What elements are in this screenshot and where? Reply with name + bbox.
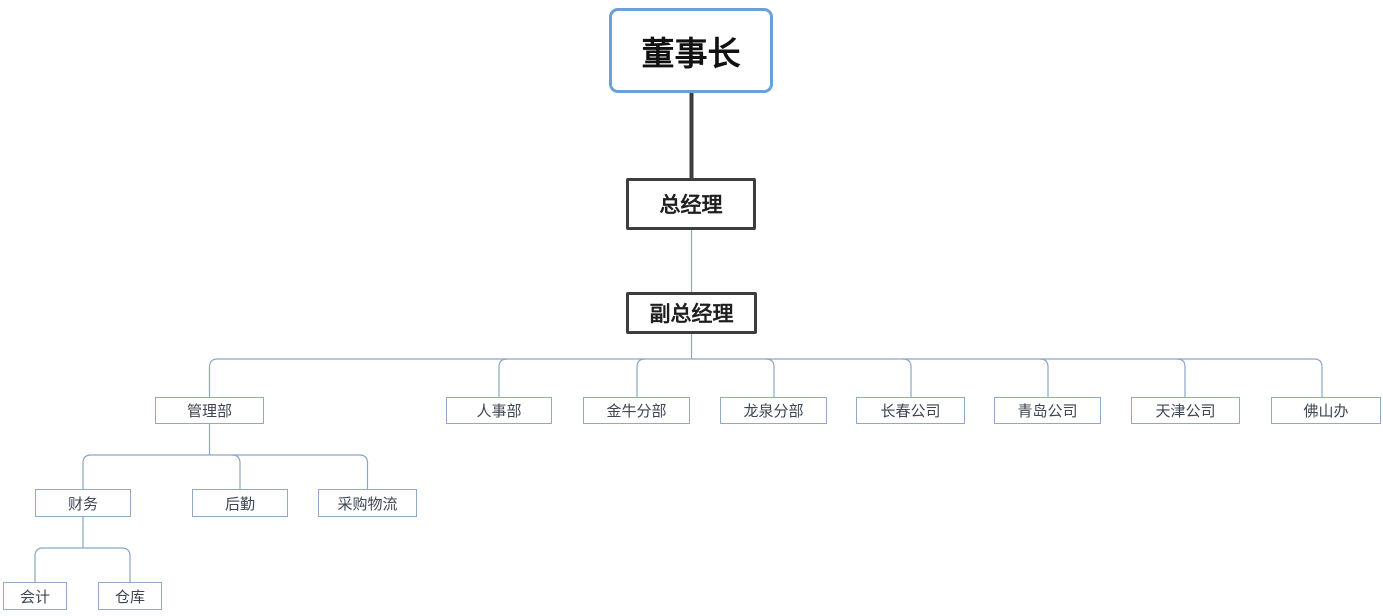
connector-drop-tianjin bbox=[1176, 358, 1186, 397]
node-accounting[interactable]: 会计 bbox=[3, 582, 67, 610]
connector-drop-changchun bbox=[902, 358, 912, 397]
node-jinniu-branch[interactable]: 金牛分部 bbox=[583, 397, 690, 424]
connector-level4-rail bbox=[208, 358, 1323, 397]
connector-drop-qingdao bbox=[1039, 358, 1049, 397]
node-general-manager[interactable]: 总经理 bbox=[626, 178, 756, 230]
node-longquan-branch[interactable]: 龙泉分部 bbox=[720, 397, 827, 424]
node-hr-dept[interactable]: 人事部 bbox=[446, 397, 552, 424]
node-chairman[interactable]: 董事长 bbox=[609, 8, 773, 93]
connector-drop-jinniu bbox=[636, 358, 646, 397]
connector-level6-rail bbox=[34, 547, 131, 582]
connector-drop-general-affairs bbox=[231, 454, 241, 489]
connector-drop-longquan bbox=[765, 358, 775, 397]
node-changchun-company[interactable]: 长春公司 bbox=[856, 397, 965, 424]
node-procurement-logistics[interactable]: 采购物流 bbox=[318, 489, 417, 517]
node-qingdao-company[interactable]: 青岛公司 bbox=[994, 397, 1101, 424]
node-warehouse[interactable]: 仓库 bbox=[98, 582, 162, 610]
node-management-dept[interactable]: 管理部 bbox=[155, 397, 264, 424]
node-deputy-general-manager[interactable]: 副总经理 bbox=[626, 292, 757, 334]
node-foshan-office[interactable]: 佛山办 bbox=[1271, 397, 1381, 424]
connector-drop-hr bbox=[498, 358, 508, 397]
node-finance[interactable]: 财务 bbox=[35, 489, 131, 517]
connector-level5-rail bbox=[82, 454, 369, 489]
node-general-affairs[interactable]: 后勤 bbox=[192, 489, 288, 517]
node-tianjin-company[interactable]: 天津公司 bbox=[1131, 397, 1240, 424]
